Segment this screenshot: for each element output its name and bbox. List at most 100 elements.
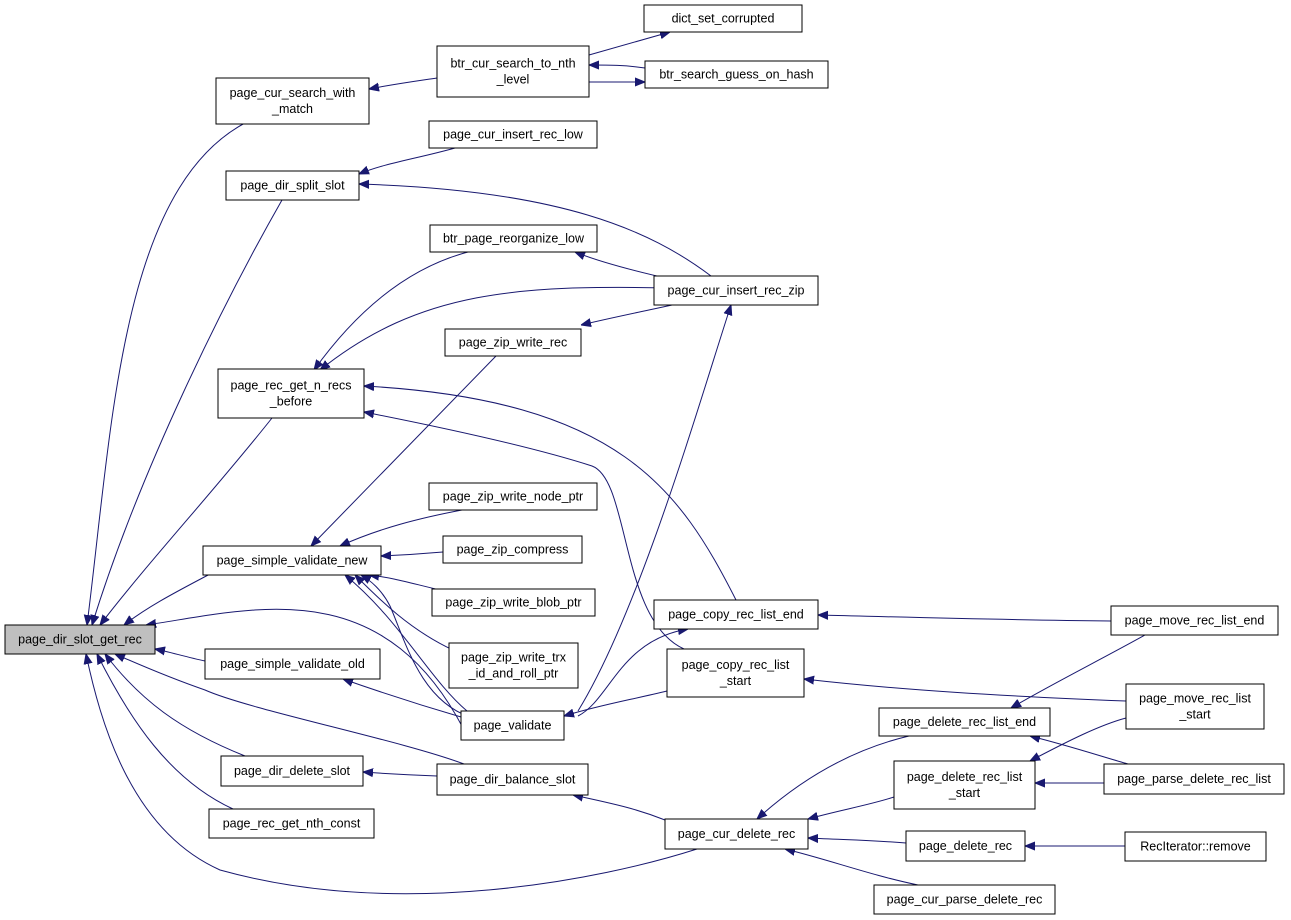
node-label: page_simple_validate_old [220, 657, 365, 671]
node-nth-const[interactable]: page_rec_get_nth_const [208, 808, 375, 839]
node-compress[interactable]: page_zip_compress [442, 535, 583, 564]
node-box [436, 763, 589, 796]
node-label: btr_search_guess_on_hash [659, 68, 813, 82]
edge-nth_const-root [97, 654, 234, 810]
node-box [664, 818, 809, 850]
node-box [217, 368, 365, 419]
node-label: btr_cur_search_to_nth [450, 57, 575, 71]
edge-dir_delete-root [105, 654, 246, 757]
node-dir-delete[interactable]: page_dir_delete_slot [220, 755, 364, 787]
node-trx[interactable]: page_zip_write_trx_id_and_roll_ptr [448, 642, 579, 689]
node-copy-start[interactable]: page_copy_rec_list_start [666, 648, 805, 698]
node-blob-ptr[interactable]: page_zip_write_blob_ptr [431, 588, 596, 617]
node-n-recs[interactable]: page_rec_get_n_recs_before [217, 368, 365, 419]
node-label: RecIterator::remove [1140, 840, 1251, 854]
edge-delete_rec-cur_delete [808, 838, 907, 844]
node-del-end[interactable]: page_delete_rec_list_end [878, 707, 1051, 737]
node-box [653, 275, 819, 306]
node-label: page_copy_rec_list_end [668, 608, 804, 622]
node-label: _match [271, 102, 313, 116]
node-search-match[interactable]: page_cur_search_with _match [215, 77, 370, 125]
node-box [666, 648, 805, 698]
node-box [202, 545, 382, 576]
node-box [215, 77, 370, 125]
node-box [225, 170, 360, 201]
node-node-ptr[interactable]: page_zip_write_node_ptr [428, 482, 598, 511]
node-move-start[interactable]: page_move_rec_list_start [1125, 683, 1265, 730]
node-label: page_cur_insert_rec_zip [668, 284, 805, 298]
edge-ins_zip-split_slot [359, 184, 712, 277]
node-box [893, 760, 1036, 810]
edge-split_slot-root [92, 199, 283, 625]
node-label: page_zip_write_node_ptr [443, 490, 583, 504]
node-box [431, 588, 596, 617]
node-zip-write-rec[interactable]: page_zip_write_rec [444, 328, 582, 357]
node-box [1124, 831, 1267, 862]
edge-search_match-root [87, 122, 246, 625]
node-btr-nth[interactable]: btr_cur_search_to_nth _level [436, 45, 590, 98]
edge-btr_nth-search_match [369, 77, 438, 89]
edge-cur_parse-cur_delete [785, 849, 919, 886]
node-dict-corrupt[interactable]: dict_set_corrupted [643, 4, 803, 33]
node-parse-del-list[interactable]: page_parse_delete_rec_list [1103, 763, 1285, 795]
node-label: page_cur_parse_delete_rec [887, 893, 1043, 907]
node-delete-rec[interactable]: page_delete_rec [905, 830, 1026, 862]
edge-simple_new-node_ptr [340, 509, 463, 546]
node-box [4, 624, 156, 655]
edge-ins_zip-zip_write_rec [581, 304, 673, 325]
node-box [220, 755, 364, 787]
node-simple-old[interactable]: page_simple_validate_old [204, 648, 381, 680]
node-box [448, 642, 579, 689]
edge-n_recs-root [100, 417, 273, 625]
node-reorg[interactable]: btr_page_reorganize_low [429, 224, 598, 253]
nodes: page_dir_slot_get_rec page_cur_search_wit… [4, 4, 1285, 915]
edge-simple_old-root [155, 649, 206, 662]
node-label: page_delete_rec_list [907, 770, 1023, 784]
node-label: page_rec_get_nth_const [223, 817, 361, 831]
edge-copy_end-n_recs [364, 386, 737, 601]
node-validate[interactable]: page_validate [460, 710, 565, 741]
node-label: page_dir_slot_get_rec [18, 633, 142, 647]
edge-validate-simple_new2 [361, 575, 471, 718]
node-balance[interactable]: page_dir_balance_slot [436, 763, 589, 796]
edge-validate-simple_old [343, 679, 462, 718]
node-label: _level [496, 73, 530, 87]
node-label: page_copy_rec_list [682, 658, 790, 672]
node-box [428, 120, 598, 149]
node-box [428, 482, 598, 511]
edge-del_end-cur_delete [757, 735, 910, 819]
node-split-slot[interactable]: page_dir_split_slot [225, 170, 360, 201]
node-root[interactable]: page_dir_slot_get_rec [4, 624, 156, 655]
node-box [653, 599, 819, 630]
node-box [436, 45, 590, 98]
node-ins-low[interactable]: page_cur_insert_rec_low [428, 120, 598, 149]
node-label: page_zip_compress [457, 543, 569, 557]
node-label: _start [1178, 708, 1211, 722]
node-rec-iter[interactable]: RecIterator::remove [1124, 831, 1267, 862]
node-simple-new[interactable]: page_simple_validate_new [202, 545, 382, 576]
node-ins-zip[interactable]: page_cur_insert_rec_zip [653, 275, 819, 306]
node-label: page_delete_rec_list_end [893, 715, 1036, 729]
node-box [1103, 763, 1285, 795]
edge-ins_zip-reorg [575, 252, 671, 280]
node-box [460, 710, 565, 741]
edge-validate-ins_zip [577, 305, 731, 712]
node-btr-hash[interactable]: btr_search_guess_on_hash [644, 60, 829, 89]
node-label: page_validate [474, 719, 552, 733]
node-cur-parse[interactable]: page_cur_parse_delete_rec [873, 884, 1056, 915]
edge-cur_delete-root [86, 654, 698, 895]
node-move-end[interactable]: page_move_rec_list_end [1110, 605, 1279, 636]
node-cur-delete[interactable]: page_cur_delete_rec [664, 818, 809, 850]
edge-btr_hash-btr_nth [589, 65, 646, 68]
edge-move_end-copy_end [818, 615, 1112, 622]
node-label: page_zip_write_trx [461, 651, 567, 665]
edges [86, 32, 1146, 895]
node-label: _before [269, 395, 312, 409]
node-del-start[interactable]: page_delete_rec_list_start [893, 760, 1036, 810]
node-box [1125, 683, 1265, 730]
node-label: page_dir_split_slot [240, 179, 345, 193]
node-copy-end[interactable]: page_copy_rec_list_end [653, 599, 819, 630]
node-label: page_cur_search_with [230, 86, 356, 100]
node-label: page_zip_write_blob_ptr [445, 596, 581, 610]
